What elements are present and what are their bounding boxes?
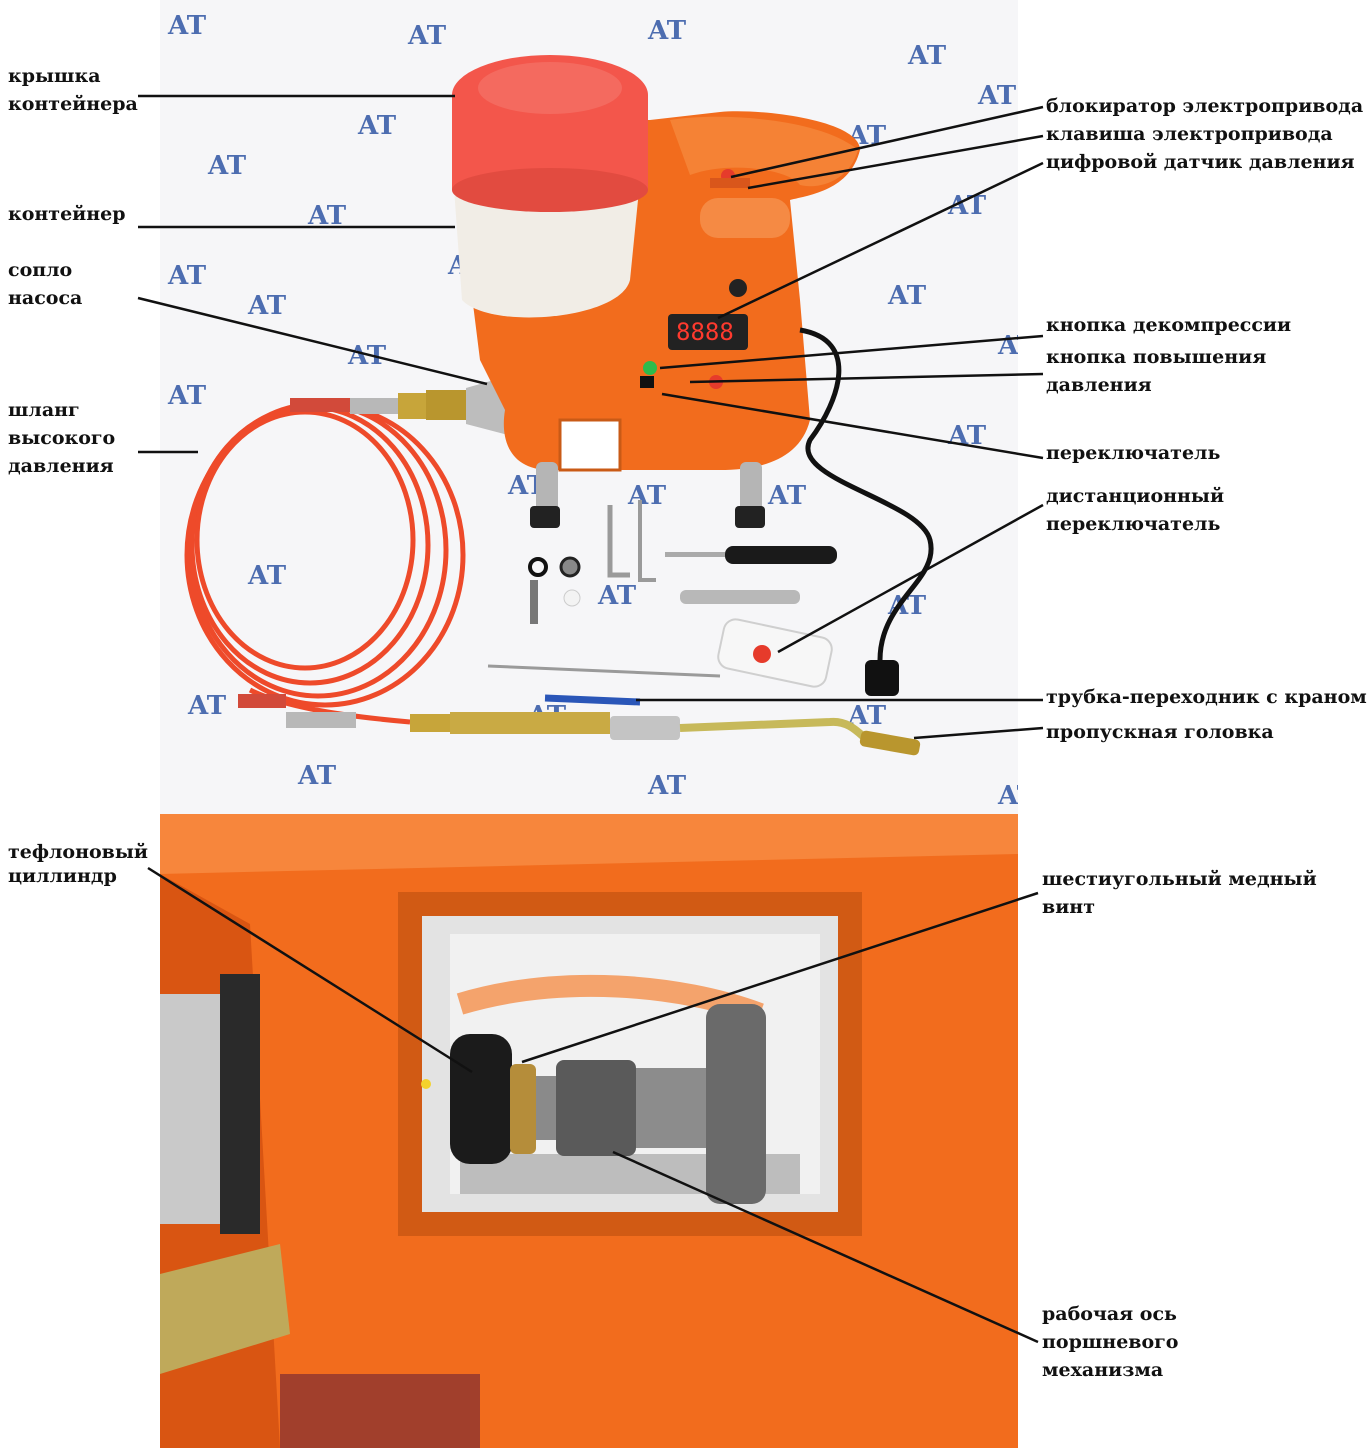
gauge-socket (729, 279, 747, 297)
label-brass-screw: шестиугольный медный винт (1042, 868, 1317, 918)
label-lid: крышка контейнера (8, 65, 138, 115)
pressure-boost-button (709, 375, 723, 389)
piston-closeup-photo (160, 814, 1018, 1448)
container-lid-top (478, 62, 622, 114)
watermark-logo: AT (207, 151, 247, 181)
ball-valve (610, 716, 680, 740)
watermark-logo: AT (407, 21, 447, 51)
o-ring (528, 557, 548, 577)
hex-key-large (607, 505, 630, 578)
pressure-display-digits: 8888 (676, 318, 734, 346)
watermark-logo: AT (947, 421, 987, 451)
watermark-logo: AT (887, 281, 927, 311)
remote-control (717, 618, 833, 688)
watermark-logo: AT (767, 481, 807, 511)
label-piston-axis: рабочая ось поршневого механизма (1042, 1303, 1179, 1381)
foot-left-pad (530, 506, 560, 528)
marker-dot (421, 1079, 431, 1089)
piston-axis (636, 1068, 706, 1148)
watermark-logo: AT (247, 561, 287, 591)
watermark-logo: AT (357, 111, 397, 141)
hose-nut-top (398, 393, 426, 419)
label-adapter-tube: трубка-переходник с краном (1046, 686, 1367, 708)
screwdriver-handle (725, 546, 837, 564)
watermark-logo: AT (627, 481, 667, 511)
power-switch (640, 376, 654, 388)
housing-highlight (160, 814, 1018, 874)
label-pressure-boost-button: кнопка повышения давления (1046, 346, 1267, 396)
piston-illustration (160, 814, 1018, 1448)
teflon-cylinder (450, 1034, 512, 1164)
label-container: контейнер (8, 203, 126, 225)
brass-coupling (426, 390, 466, 420)
label-motor-key: клавиша электропривода (1046, 123, 1333, 145)
remote-antenna (487, 664, 721, 678)
valve-handle (544, 694, 641, 706)
watermark-logo: AT (907, 41, 947, 71)
watermark-logo: AT (167, 261, 207, 291)
remote-button (753, 645, 771, 663)
watermark-logo: AT (297, 761, 337, 791)
watermark-logo: AT (347, 341, 387, 371)
wrench (680, 590, 800, 604)
foot-right (740, 462, 762, 512)
watermark-logo: AT (647, 771, 687, 801)
adapter-tube (450, 712, 610, 734)
container-lid-bottom (452, 168, 648, 212)
cylinder-gasket (220, 974, 260, 1234)
lance-tube (679, 717, 873, 746)
teflon-washer (563, 589, 581, 607)
watermark-logo: AT (997, 331, 1018, 361)
watermark-logo: AT (307, 201, 347, 231)
label-pressure-sensor: цифровой датчик давления (1046, 151, 1355, 173)
watermark-logo: AT (647, 16, 687, 46)
label-decompression-button: кнопка декомпрессии (1046, 314, 1292, 336)
foot-bracket (280, 1374, 480, 1448)
hose-spring-top (290, 398, 350, 412)
label-flow-head: пропускная головка (1046, 721, 1274, 743)
screwdriver-shaft (665, 552, 725, 557)
label-nozzle: сопло насоса (8, 259, 83, 309)
hose-spring-bottom (238, 694, 286, 708)
shaft-collar (536, 1076, 556, 1140)
watermark-logo: AT (247, 291, 287, 321)
hose-fitting-top (350, 398, 398, 414)
foot-right-pad (735, 506, 765, 528)
hex-key-small (638, 500, 656, 582)
flow-head (859, 730, 921, 756)
hex-nut (556, 1060, 636, 1156)
piston-window (558, 418, 622, 472)
label-hose: шланг высокого давления (8, 399, 116, 477)
motor-vent (700, 198, 790, 238)
watermark-logo: AT (167, 381, 207, 411)
motor-key (710, 178, 750, 188)
spring (530, 580, 538, 624)
watermark-logo: AT (977, 81, 1017, 111)
label-remote-switch: дистанционный переключатель (1046, 485, 1225, 535)
pump-photo: AT AT AT AT AT AT AT AT AT AT AT AT AT AT AT AT AT AT AT AT… (160, 0, 1018, 814)
watermark-logo: AT (997, 781, 1018, 811)
bearing (559, 556, 581, 578)
high-pressure-hose (184, 401, 466, 725)
hose-fitting-bottom (286, 712, 356, 728)
watermark-logo: AT (167, 11, 207, 41)
watermark-logo: AT (597, 581, 637, 611)
adapter-nut (410, 714, 450, 732)
large-hex-nut (706, 1004, 766, 1204)
foot-left (536, 462, 558, 512)
label-switch: переключатель (1046, 442, 1221, 464)
power-plug (865, 660, 899, 696)
brass-screw (510, 1064, 536, 1154)
label-teflon: тефлоновый циллиндр (8, 841, 148, 887)
watermark-logo: AT (187, 691, 227, 721)
decompression-button (643, 361, 657, 375)
brass-bar (160, 1244, 290, 1374)
watermark-logo: AT (947, 191, 987, 221)
label-motor-lock: блокиратор электропривода (1046, 95, 1364, 117)
pump-illustration: AT AT AT AT AT AT AT AT AT AT AT AT AT AT AT AT AT AT AT AT… (167, 11, 1018, 811)
